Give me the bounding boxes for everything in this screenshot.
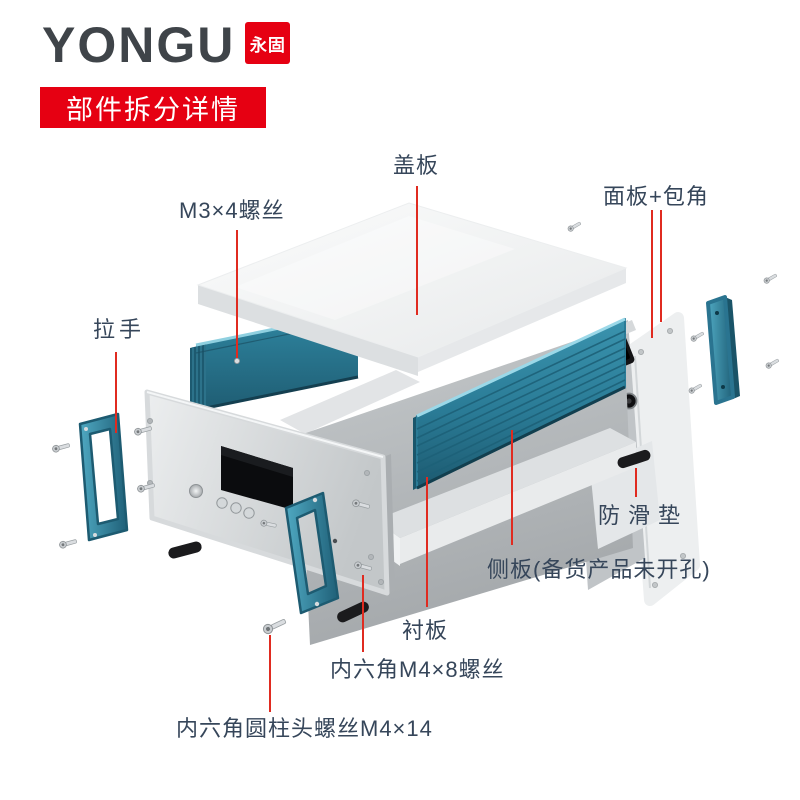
logo-text: YONGU — [42, 17, 236, 73]
screws — [51, 220, 781, 635]
label-side-panel: 侧板(备货产品未开孔) — [487, 557, 711, 582]
label-panel-with-corners: 面板+包角 — [603, 184, 709, 209]
leader-lines — [115, 186, 662, 712]
label-pull-handle: 拉手 — [93, 317, 146, 342]
antislip-pad — [337, 601, 369, 623]
display-window — [221, 446, 293, 510]
panel-button — [216, 497, 228, 509]
brand-logo: YONGU 永固 — [42, 17, 291, 73]
side-panel-ribbed — [413, 317, 626, 490]
m3x4-screw-target — [233, 357, 240, 364]
pull-handle — [78, 412, 129, 542]
antislip-pad — [617, 449, 651, 469]
panel-button — [243, 507, 255, 519]
label-hex-m4x8-screw: 内六角M4×8螺丝 — [330, 657, 505, 682]
panel-button — [230, 502, 242, 514]
section-banner: 部件拆分详情 — [40, 87, 266, 128]
front-handle — [284, 491, 340, 615]
label-hex-cylinder-m4x14: 内六角圆柱头螺丝M4×14 — [176, 716, 433, 741]
cover-plate — [196, 202, 628, 376]
label-lining-plate: 衬板 — [402, 618, 449, 643]
m4x14-screw — [262, 619, 287, 635]
panel-knob — [189, 484, 203, 498]
antislip-pad — [168, 541, 202, 559]
label-cover-plate: 盖板 — [393, 153, 440, 178]
label-m3x4-screw: M3×4螺丝 — [179, 198, 285, 223]
antislip-pads — [168, 449, 651, 623]
logo-seal: 永固 — [245, 22, 291, 64]
label-antislip-pad: 防滑垫 — [598, 503, 689, 528]
corner-wrap-strip — [706, 295, 740, 405]
